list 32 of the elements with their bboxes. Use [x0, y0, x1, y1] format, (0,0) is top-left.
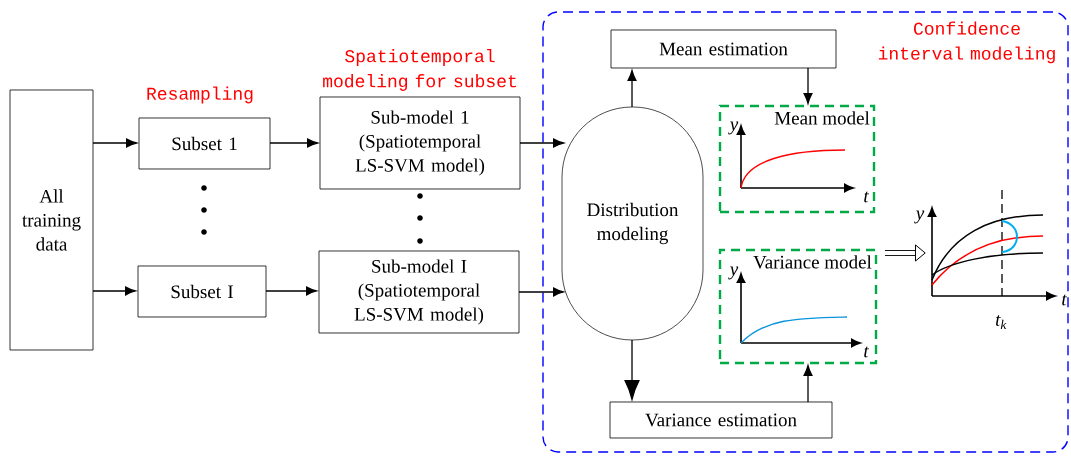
panel-title: Mean model [774, 111, 870, 125]
process-box: Mean estimation [610, 29, 837, 69]
arrow [269, 138, 319, 148]
arrow [265, 286, 318, 296]
axis-label: y [728, 266, 739, 280]
process-box: Sub-model 1 (Spatiotemporal LS-SVM model) [319, 96, 521, 190]
process-box: Sub-model I (Spatiotemporal LS-SVM model) [318, 250, 520, 334]
arrow [627, 69, 637, 108]
confidence-chart-drawing [927, 189, 1056, 301]
axis-label: y [914, 210, 925, 224]
stage-label: Resampling [147, 86, 253, 104]
arrow [92, 286, 137, 296]
arrow [885, 244, 926, 262]
axis-label: t [864, 346, 869, 358]
panel-title: Variance model [753, 255, 872, 269]
arrow [624, 339, 640, 400]
process-box: All training data [9, 89, 94, 351]
process-box: Subset I [137, 265, 267, 318]
arrow [803, 67, 813, 105]
arrow [92, 138, 138, 148]
process-capsule: Distribution modeling [561, 106, 704, 341]
process-box: Variance estimation [609, 401, 833, 439]
stage-label: Spatiotemporal modeling for subset [323, 49, 516, 91]
process-box: Subset 1 [138, 117, 271, 170]
axis-label: y [728, 121, 739, 135]
axis-label: t [1062, 294, 1067, 306]
arrow [803, 364, 813, 403]
arrow [519, 138, 565, 148]
group-heading: Confidence interval modeling [878, 21, 1055, 64]
arrow [518, 287, 565, 297]
axis-label: t$_{k}$ [996, 315, 1007, 329]
axis-label: t [864, 191, 869, 203]
